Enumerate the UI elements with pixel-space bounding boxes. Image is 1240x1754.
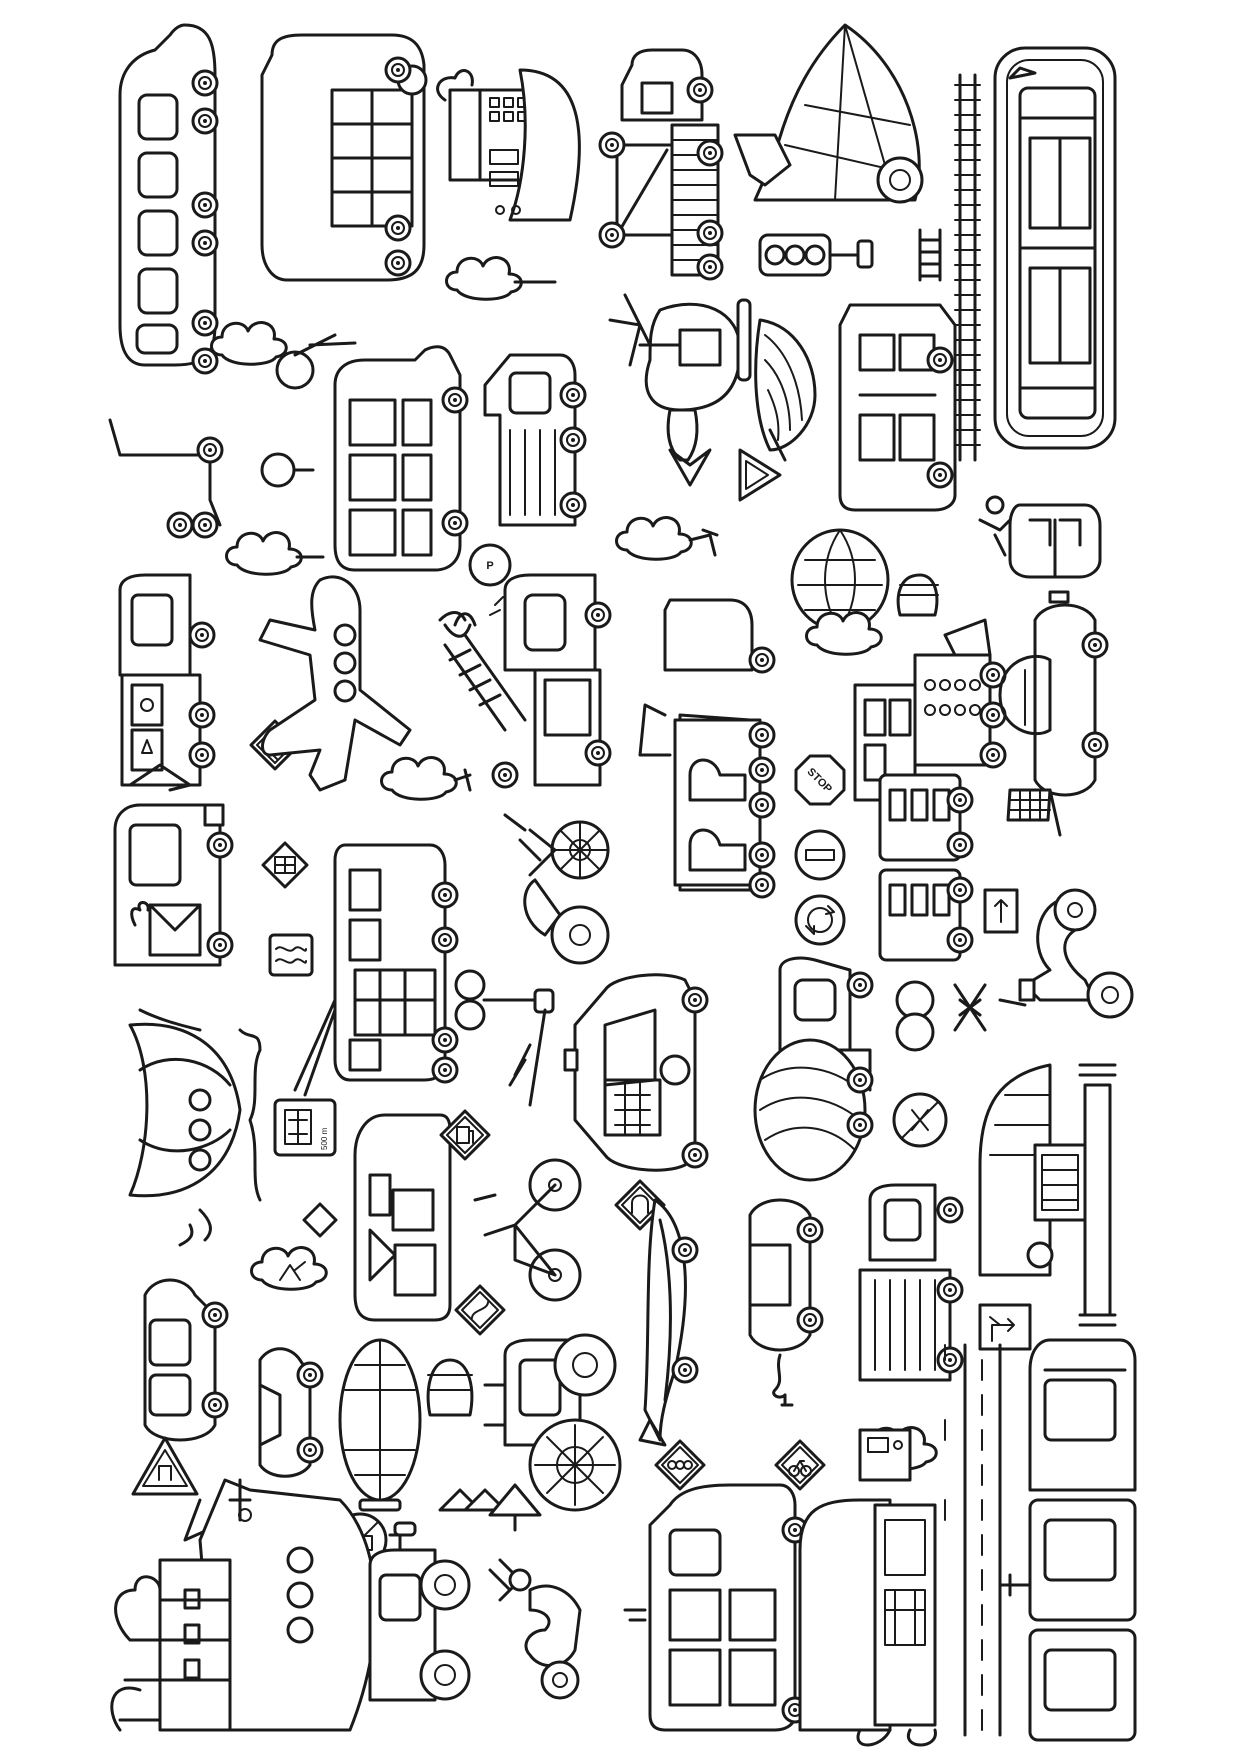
bicycle-icon [473,1158,582,1302]
ladder-icon [918,228,942,282]
cloud-icon [225,531,325,576]
vespa-scooter-icon [488,1558,582,1700]
bush-icon [250,1246,328,1291]
tunnel-sign-icon [614,1179,666,1231]
cloud-tree-icon [615,516,719,561]
trolleybus-icon [293,843,459,1097]
tow-truck-icon [1018,888,1134,1019]
road-works-sign-icon [261,841,309,889]
passenger-train-icon [998,1338,1137,1742]
traffic-light-icon [758,233,874,277]
no-entry-sign-icon [794,829,846,881]
gas-station-icon [978,1063,1117,1327]
stop-sign-icon: STOP [794,754,846,806]
plant-icon [438,611,477,638]
gas-sign-icon [439,1109,491,1161]
sailboat-icon [733,23,924,204]
roundabout-sign-icon [794,894,846,946]
warning-sign-icon [131,1436,199,1496]
kick-scooter-icon [108,418,224,539]
waves-sign-icon [268,933,314,977]
hatchback-icon [143,1278,229,1442]
direction-sign-icon [978,1303,1032,1351]
cloud-tree-icon [445,256,557,301]
cable-car-icon [978,495,1102,579]
fire-truck-icon [443,573,612,789]
tractor-icon [483,1333,622,1512]
train-carriage-icon [878,773,974,962]
compact-car-icon [748,1198,824,1407]
car-carrier-icon [638,598,776,899]
caravan-icon [353,1113,452,1322]
airship-icon [338,1338,474,1512]
box-truck-icon [858,1183,964,1382]
ambulance-icon [623,1483,809,1732]
car-front-icon [563,973,709,1172]
helicopter-icon [608,293,752,487]
svg-text:P: P [486,560,493,572]
fir-trees-icon [438,1483,542,1532]
beetle-car-icon [998,590,1109,797]
level-crossing-icon [454,969,555,1107]
mail-van-icon [113,803,234,967]
no-parking-sign-icon [892,1092,948,1148]
garbage-truck-icon [118,573,216,792]
speedboat-icon [128,1008,262,1247]
diamond-sign-icon [302,1202,338,1238]
traffic-light-sign-icon [654,1439,706,1491]
motorbike-icon [503,813,610,965]
road-icon [944,1343,1002,1737]
mini-car-icon [258,1347,324,1478]
ferry-icon [436,68,581,222]
sign-post-icon [260,452,315,488]
ticket-kiosk-icon [798,1426,938,1747]
parking-sign-icon: P [468,543,512,587]
triangle-sign-icon [738,448,782,502]
limousine-icon [118,23,219,375]
rowboat-icon [754,318,817,462]
concrete-mixer-icon [753,956,874,1182]
trees-icon [210,321,357,390]
distance-sign-icon: 500 m [273,1098,337,1157]
checkered-flag-icon [1006,788,1062,837]
one-way-sign-icon [983,888,1019,934]
tram-icon [838,303,957,512]
cloud-tree-icon [380,756,472,801]
school-bus-icon [333,345,469,572]
cruise-ship-icon [110,1478,377,1732]
delivery-truck-icon [483,353,587,527]
rail-track-icon [954,73,981,462]
tram-station-icon [993,46,1117,450]
curve-sign-icon [454,1284,506,1336]
airplane-icon [258,575,412,792]
crane-truck-icon [598,48,724,281]
crossroads-sign-icon [895,980,1027,1052]
jeep-icon [368,1521,471,1702]
jet-ski-icon [638,1198,699,1447]
bicycle-sign-icon [774,1439,826,1491]
svg-text:500 m: 500 m [320,1127,329,1150]
bus-icon [260,33,428,282]
